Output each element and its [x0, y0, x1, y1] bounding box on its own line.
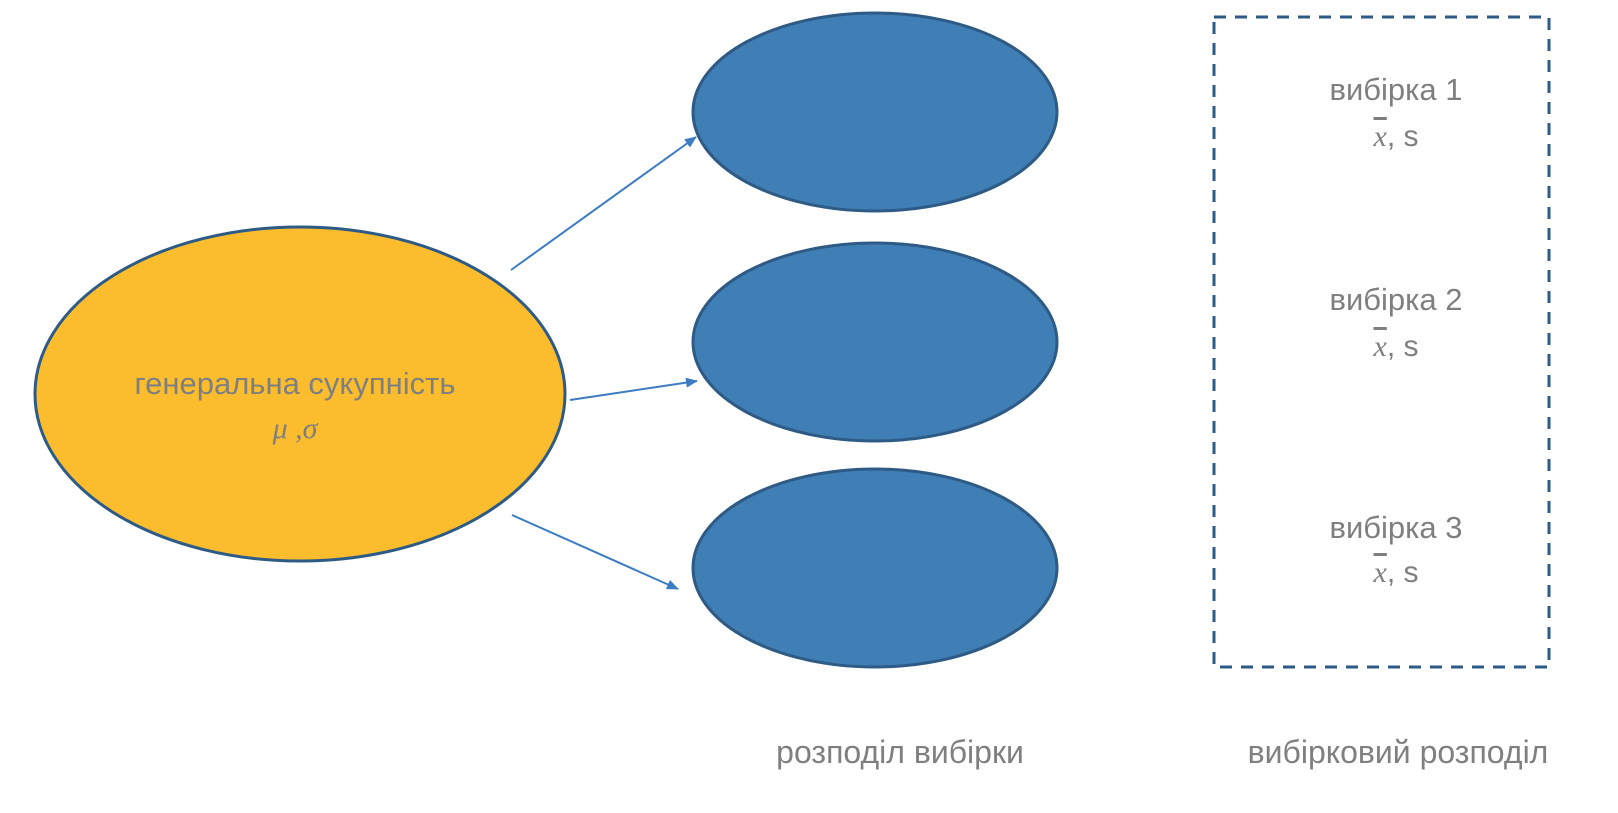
sample-stat-rest: , s [1386, 120, 1419, 153]
arrow-to-sample-2 [569, 377, 698, 401]
sample-2-name: вибірка 2 [1329, 282, 1463, 317]
sample-1-name: вибірка 1 [1329, 72, 1463, 107]
population-ellipse [33, 225, 567, 563]
sample-ellipse-1 [691, 11, 1059, 213]
sample-stat-rest: , s [1386, 556, 1419, 589]
population-title: генеральна сукупність [134, 366, 456, 401]
population-params: μ ,σ [272, 412, 318, 445]
sample-mean-symbol: x [1373, 330, 1387, 363]
sample-3-name: вибірка 3 [1329, 510, 1463, 545]
sample-2-stats: x, s [1216, 330, 1576, 364]
sampling-distribution-box [1212, 15, 1551, 669]
caption-sampling-distribution: вибірковий розподіл [1247, 734, 1549, 770]
sample-ellipse-2 [691, 241, 1059, 443]
caption-sample-distribution: розподіл вибірки [776, 734, 1024, 770]
sample-ellipse-3 [691, 467, 1059, 669]
sample-mean-symbol: x [1373, 556, 1387, 589]
sample-mean-symbol: x [1373, 120, 1387, 153]
sample-stat-rest: , s [1386, 330, 1419, 363]
arrow-to-sample-1 [510, 136, 697, 271]
sample-3-stats: x, s [1216, 556, 1576, 590]
sample-1-stats: x, s [1216, 120, 1576, 154]
arrow-to-sample-3 [511, 514, 679, 590]
